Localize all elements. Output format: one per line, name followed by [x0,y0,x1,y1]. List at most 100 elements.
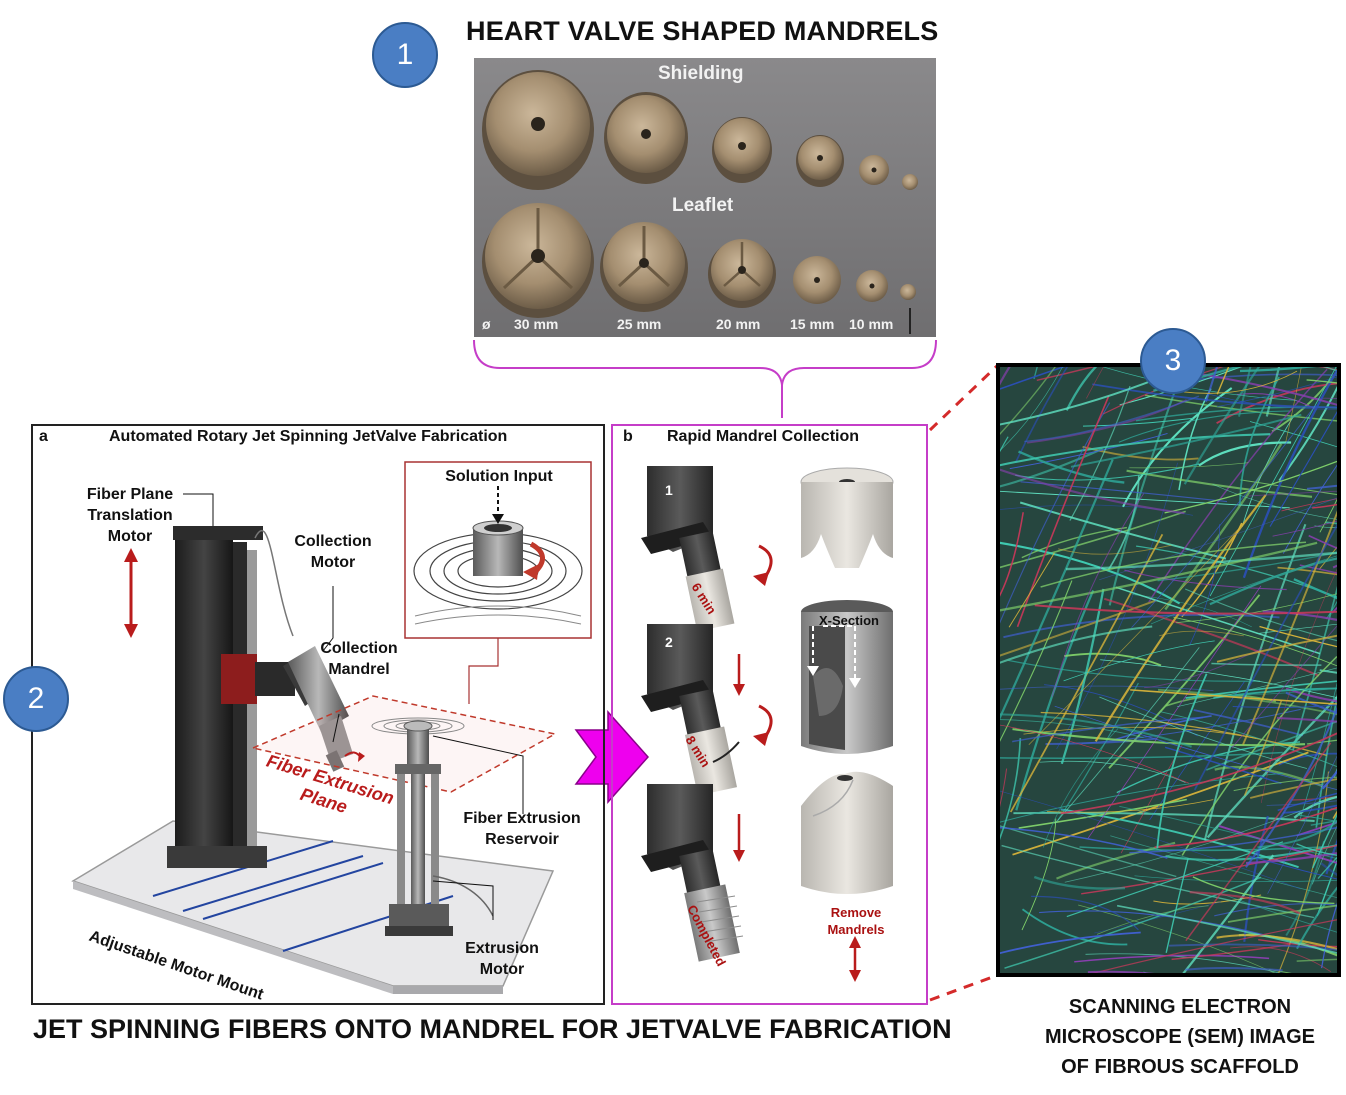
sem-fiber [1108,367,1185,606]
sem-fiber [1045,737,1157,745]
sem-fiber [1306,379,1337,384]
leaflet-label: Leaflet [672,195,734,216]
sem-fiber [1028,523,1244,746]
sem-fiber [1130,689,1337,706]
mandrel-brace [473,339,937,418]
sem-fiber [1040,541,1307,588]
sem-fiber [1000,541,1181,605]
collection-motor-label: Collection Motor [294,533,372,571]
sem-fiber [1021,818,1057,931]
mandrels-title: HEART VALVE SHAPED MANDRELS [466,16,939,46]
sem-fiber [1000,580,1073,742]
sem-fiber [1144,647,1263,689]
sem-fiber [1249,421,1337,448]
sem-fiber [1000,433,1271,467]
sem-fiber [1082,417,1194,427]
sem-fiber [1325,838,1337,875]
sem-fiber [1013,811,1315,822]
rotary-jet-spinning-illustration [71,461,592,994]
sem-fiber [1063,640,1215,682]
sem-fiber [1108,594,1261,769]
sem-fiber [1000,367,1056,435]
jet-spinning-title: JET SPINNING FIBERS ONTO MANDREL FOR JET… [33,1014,952,1044]
sem-fiber [1183,367,1261,485]
sem-fiber [1243,700,1283,796]
size-label-20: 20 mm [716,316,761,332]
sem-fiber [1000,790,1301,890]
diameter-symbol: ø [482,316,491,332]
fiber-plane-motor-label: Fiber Plane Translation Motor [86,486,174,545]
panel-a: a Automated Rotary Jet Spinning JetValve… [31,424,605,1005]
sem-fiber [1272,520,1337,537]
sem-leader-top [928,363,1000,432]
sem-fiber [1211,662,1322,666]
sem-fiber [1069,385,1131,521]
mandrels-photo: Shielding Leaflet ø 30 mm 25 mm 20 mm 15… [474,58,936,337]
sem-fiber [1018,450,1125,484]
sem-fiber [1198,441,1292,467]
sem-fiber [1157,688,1337,716]
sem-fiber [1206,393,1337,410]
fiber-extrusion-reservoir-label: Fiber Extrusion Reservoir [463,810,581,848]
panel-b: b Rapid Mandrel Collection 1 2 6 min 8 m… [611,424,928,1005]
sem-fiber [1277,566,1337,576]
sem-fiber [1278,752,1337,766]
sem-fiber [1177,667,1337,708]
sem-fiber [1245,705,1337,868]
sem-fiber [1320,862,1337,877]
sem-fiber [1282,464,1337,554]
panel-b-letter: b [623,428,633,445]
sem-fiber [1042,728,1119,848]
sem-fiber [1110,835,1337,898]
sem-fiber [1321,902,1337,969]
step-badge-3: 3 [1140,328,1206,394]
sem-fiber [1293,578,1337,600]
sem-fiber [1296,886,1337,950]
panel-a-letter: a [39,428,48,445]
sem-fiber [1299,564,1337,574]
sem-fiber [1119,367,1242,406]
sem-fiber [1248,855,1337,880]
sem-fiber [1000,724,1189,784]
sem-fiber [1000,719,1144,738]
sem-fiber [1118,410,1290,443]
sem-fiber [1242,369,1337,579]
sem-fiber [1285,687,1337,703]
sem-fiber [1000,512,1024,597]
sem-fiber [1015,463,1200,481]
sem-fibers-illustration [1000,367,1337,973]
sem-fiber [1233,776,1337,792]
sem-fiber [1000,541,1318,612]
step-badge-2: 2 [3,666,69,732]
sem-fiber [1018,798,1187,829]
sem-fiber [1184,588,1337,642]
sem-fiber [1092,383,1337,409]
sem-fiber [1296,958,1337,962]
sem-fiber [1015,589,1095,811]
sem-fiber [1285,367,1302,442]
sem-fiber [1000,768,1008,808]
sem-fiber [1099,696,1308,769]
mandrels-illustration [474,58,936,337]
sem-image [996,363,1341,977]
sem-fiber [1317,367,1337,370]
sem-fiber [1135,406,1337,422]
collection-mandrel-label: Collection Mandrel [320,640,398,678]
sem-fiber [1081,708,1301,744]
sem-fiber [1214,765,1323,788]
sem-fiber [1209,557,1337,606]
sem-fiber [1266,800,1337,806]
sem-fiber [1311,825,1337,885]
sem-fiber [1004,876,1262,969]
sem-fiber [1008,659,1261,682]
sem-fiber [1154,806,1337,849]
mandrel-collection-illustration [641,466,894,982]
sem-fiber [1036,367,1096,382]
sem-fiber [1189,524,1220,646]
sem-fiber [1291,795,1337,801]
sem-fiber [1104,597,1320,677]
sem-fiber [1213,687,1337,699]
sem-fiber [1000,685,1214,692]
sem-fiber [1065,551,1337,571]
sem-fiber [1248,490,1337,497]
